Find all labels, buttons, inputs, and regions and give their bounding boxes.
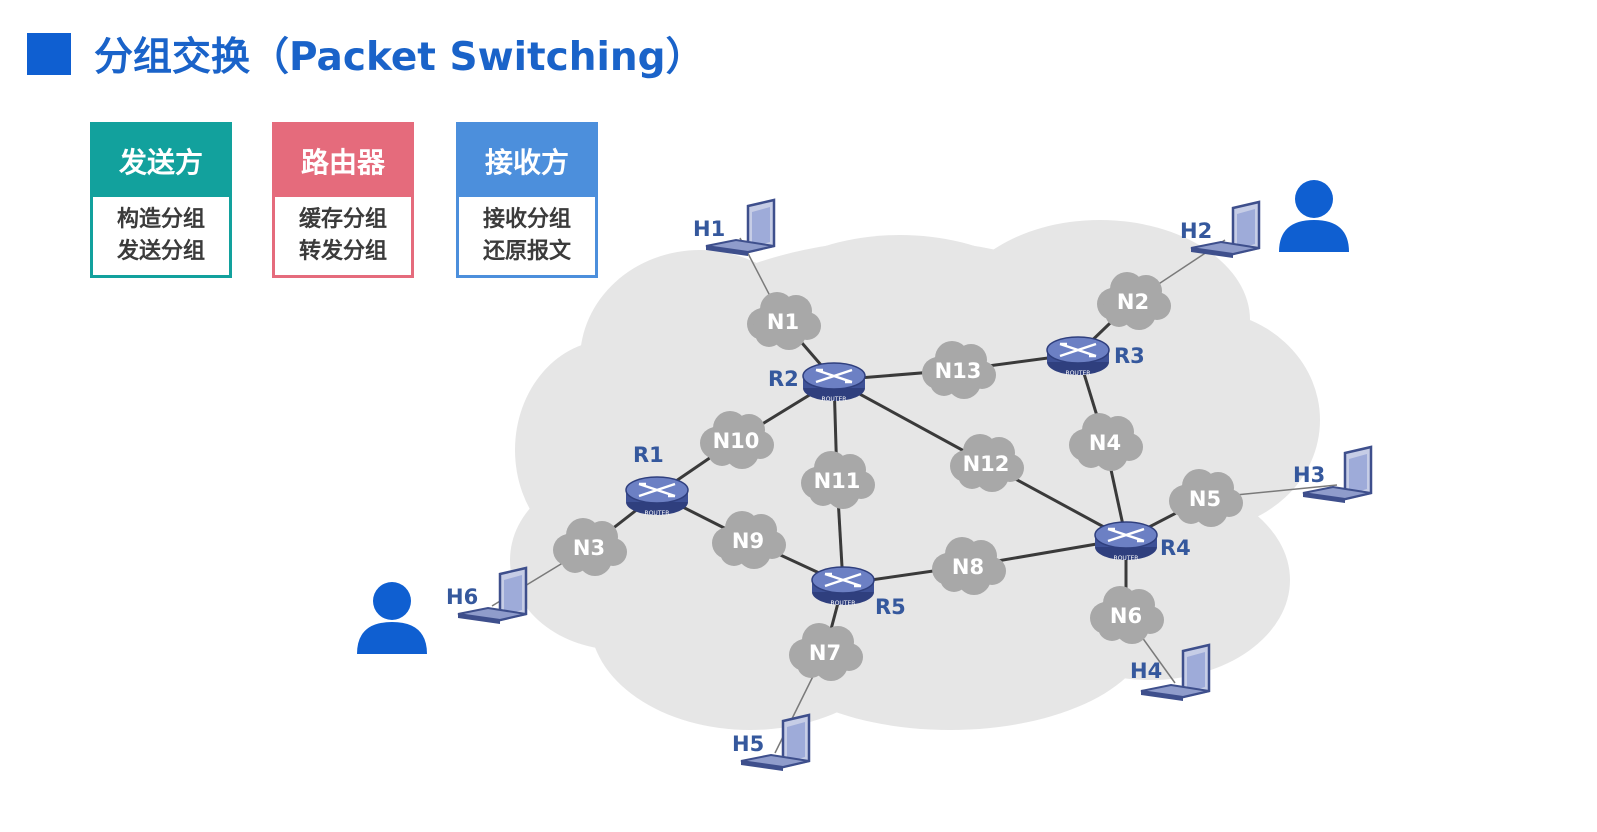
node-label-n11: N11 (814, 469, 861, 493)
role-header-receiver: 接收方 (459, 125, 595, 197)
node-cloud-n7: N7 (789, 623, 863, 681)
node-label-n1: N1 (767, 310, 799, 334)
node-cloud-n3: N3 (553, 518, 627, 576)
host-label-h1: H1 (693, 217, 725, 241)
router-icon-r3: ROUTER R3 (1046, 336, 1145, 377)
node-label-n9: N9 (732, 529, 764, 553)
role-line-send: 发送分组 (116, 239, 205, 264)
role-card-sender: 发送方 构造分组 发送分组 (90, 122, 232, 278)
router-label-r1: R1 (633, 443, 664, 467)
router-icon-r2: ROUTER R2 (768, 362, 866, 403)
router-badge: ROUTER (1066, 370, 1091, 377)
host-label-h4: H4 (1130, 659, 1162, 683)
node-label-n5: N5 (1189, 487, 1221, 511)
laptop-icon-h2: H2 (1180, 200, 1261, 258)
router-icon-r4: ROUTER R4 (1094, 521, 1191, 562)
node-cloud-n13: N13 (922, 341, 996, 399)
laptop-icon-h1: H1 (693, 198, 776, 256)
node-cloud-n9: N9 (712, 511, 786, 569)
node-label-n8: N8 (952, 555, 984, 579)
role-line-forward: 转发分组 (298, 239, 387, 264)
router-badge: ROUTER (822, 396, 847, 403)
node-label-n7: N7 (809, 641, 841, 665)
laptop-icon-h4: H4 (1130, 643, 1211, 701)
role-card-router: 路由器 缓存分组 转发分组 (272, 122, 414, 278)
router-icon-r1: ROUTER R1 (625, 443, 689, 517)
node-cloud-n4: N4 (1069, 413, 1143, 471)
router-label-r2: R2 (768, 367, 799, 391)
router-badge: ROUTER (645, 510, 670, 517)
users-layer (357, 180, 1349, 654)
node-cloud-n10: N10 (700, 411, 774, 469)
title-square (27, 33, 71, 75)
node-cloud-n11: N11 (801, 451, 875, 509)
node-cloud-n1: N1 (747, 292, 821, 350)
role-header-router: 路由器 (275, 125, 411, 197)
router-label-r5: R5 (875, 595, 906, 619)
page-title: 分组交换（Packet Switching） (94, 35, 705, 80)
router-label-r4: R4 (1160, 536, 1191, 560)
host-label-h2: H2 (1180, 219, 1212, 243)
node-label-n10: N10 (713, 429, 760, 453)
role-line-construct: 构造分组 (116, 207, 205, 232)
router-label-r3: R3 (1114, 344, 1145, 368)
role-line-buffer: 缓存分组 (298, 207, 387, 232)
node-cloud-n5: N5 (1169, 469, 1243, 527)
node-label-n3: N3 (573, 536, 605, 560)
node-label-n12: N12 (963, 452, 1010, 476)
laptop-icon-h5: H5 (732, 713, 811, 771)
laptop-icon-h6: H6 (446, 566, 528, 624)
node-cloud-n2: N2 (1097, 272, 1171, 330)
host-label-h5: H5 (732, 732, 764, 756)
router-icon-r5: ROUTER R5 (811, 566, 906, 619)
node-label-n6: N6 (1110, 604, 1142, 628)
router-badge: ROUTER (831, 600, 856, 607)
role-card-receiver: 接收方 接收分组 还原报文 (456, 122, 598, 278)
node-cloud-n6: N6 (1090, 586, 1164, 644)
node-label-n13: N13 (935, 359, 982, 383)
laptop-icon-h3: H3 (1293, 445, 1373, 503)
host-label-h6: H6 (446, 585, 478, 609)
role-header-sender: 发送方 (93, 125, 229, 197)
role-line-restore: 还原报文 (482, 239, 571, 264)
host-label-h3: H3 (1293, 463, 1325, 487)
node-cloud-n12: N12 (950, 434, 1024, 492)
node-label-n4: N4 (1089, 431, 1121, 455)
node-label-n2: N2 (1117, 290, 1149, 314)
user-icon (357, 582, 427, 654)
router-badge: ROUTER (1114, 555, 1139, 562)
user-icon (1279, 180, 1349, 252)
role-line-receive: 接收分组 (482, 207, 571, 232)
node-cloud-n8: N8 (932, 537, 1006, 595)
